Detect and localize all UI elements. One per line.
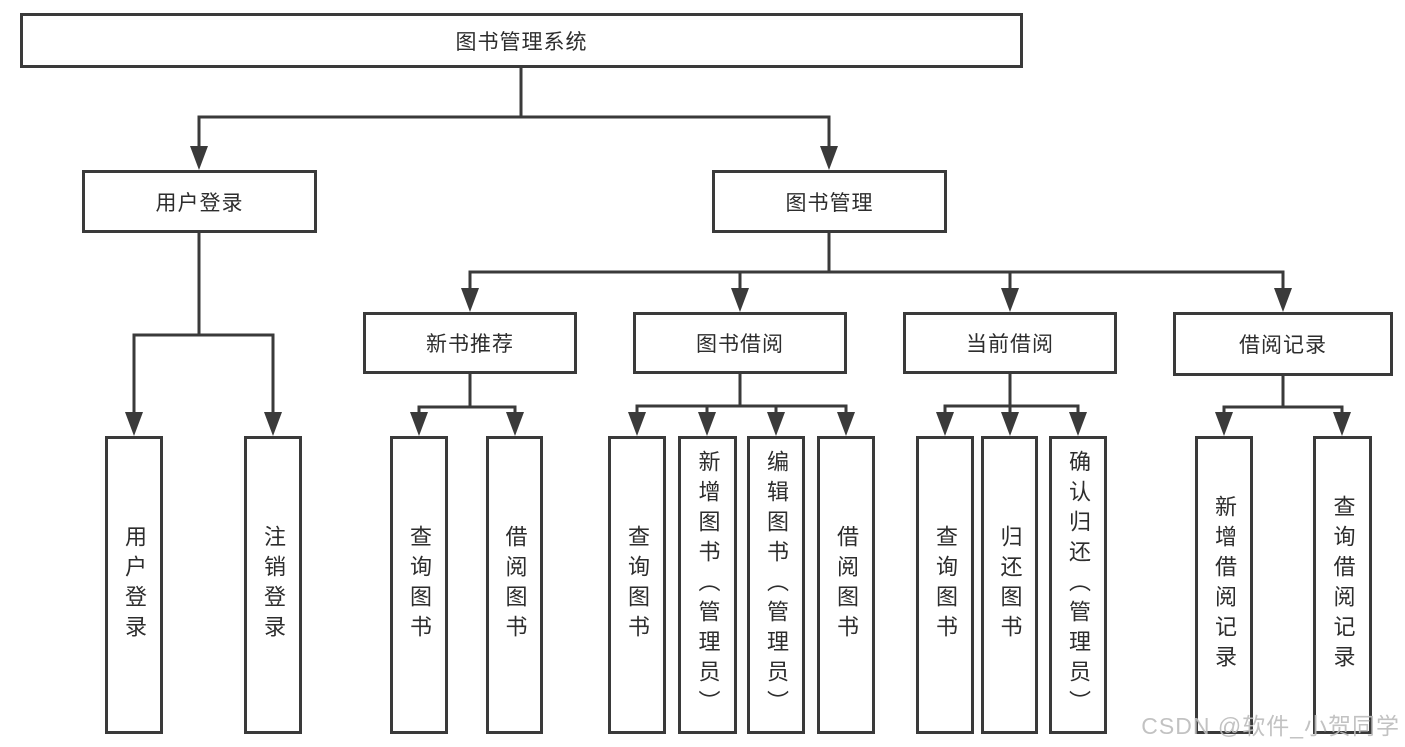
arrowhead-icon [1001, 412, 1019, 436]
leaf-borrow-books-borrowing: 借阅图书 [817, 436, 875, 734]
arrowhead-icon [1215, 412, 1233, 436]
leaf-label: 查询图书 [933, 525, 958, 645]
connector-records-branch [1222, 374, 1344, 418]
leaf-query-books-recommend: 查询图书 [390, 436, 448, 734]
connector-root-branch [197, 66, 831, 152]
arrowhead-icon [125, 412, 143, 436]
leaf-label: 用户登录 [122, 525, 147, 645]
arrowhead-icon [820, 146, 838, 170]
arrowhead-icon [506, 412, 524, 436]
arrowhead-icon [628, 412, 646, 436]
leaf-return-books: 归还图书 [981, 436, 1038, 734]
arrowhead-icon [410, 412, 428, 436]
leaf-label: 归还图书 [997, 525, 1023, 645]
leaf-query-books-borrowing: 查询图书 [608, 436, 666, 734]
leaf-logout: 注销登录 [244, 436, 302, 734]
arrowhead-icon [767, 412, 785, 436]
connector-new-book-branch [417, 372, 517, 418]
arrowhead-icon [731, 288, 749, 312]
leaf-label: 借阅图书 [834, 525, 859, 645]
leaf-label: 编辑图书（管理员） [764, 450, 789, 720]
leaf-label: 注销登录 [261, 525, 286, 645]
arrowhead-icon [461, 288, 479, 312]
arrowhead-icon [264, 412, 282, 436]
leaf-add-borrow-record: 新增借阅记录 [1195, 436, 1253, 734]
connector-user-login-branch [132, 231, 275, 418]
leaf-label: 查询图书 [407, 525, 432, 645]
arrowhead-icon [1274, 288, 1292, 312]
leaf-query-borrow-record: 查询借阅记录 [1313, 436, 1372, 734]
leaf-label: 借阅图书 [502, 525, 528, 645]
leaf-edit-book-admin: 编辑图书（管理员） [747, 436, 805, 734]
arrowhead-icon [1333, 412, 1351, 436]
node-user-login: 用户登录 [82, 170, 317, 233]
leaf-borrow-books-recommend: 借阅图书 [486, 436, 543, 734]
leaf-label: 确认归还（管理员） [1066, 450, 1091, 720]
arrowhead-icon [1069, 412, 1087, 436]
leaf-label: 查询图书 [625, 525, 650, 645]
arrowhead-icon [190, 146, 208, 170]
arrowhead-icon [936, 412, 954, 436]
node-root: 图书管理系统 [20, 13, 1023, 68]
node-book-management: 图书管理 [712, 170, 947, 233]
node-borrow-records: 借阅记录 [1173, 312, 1393, 376]
connector-book-mgmt-branch [468, 231, 1285, 294]
leaf-label: 新增图书（管理员） [695, 450, 721, 720]
node-current-borrowing: 当前借阅 [903, 312, 1117, 374]
arrowhead-icon [1001, 288, 1019, 312]
leaf-user-login: 用户登录 [105, 436, 163, 734]
leaf-label: 新增借阅记录 [1212, 495, 1237, 675]
leaf-label: 查询借阅记录 [1330, 495, 1356, 675]
node-new-book-recommend: 新书推荐 [363, 312, 577, 374]
node-book-borrowing: 图书借阅 [633, 312, 847, 374]
csdn-watermark: CSDN @软件_小贺同学 [1141, 713, 1400, 739]
arrowhead-icon [837, 412, 855, 436]
leaf-confirm-return-admin: 确认归还（管理员） [1049, 436, 1107, 734]
connector-borrowing-branch [635, 372, 848, 418]
connector-current-branch [943, 372, 1080, 418]
leaf-query-books-current: 查询图书 [916, 436, 974, 734]
arrowhead-icon [698, 412, 716, 436]
leaf-add-book-admin: 新增图书（管理员） [678, 436, 737, 734]
